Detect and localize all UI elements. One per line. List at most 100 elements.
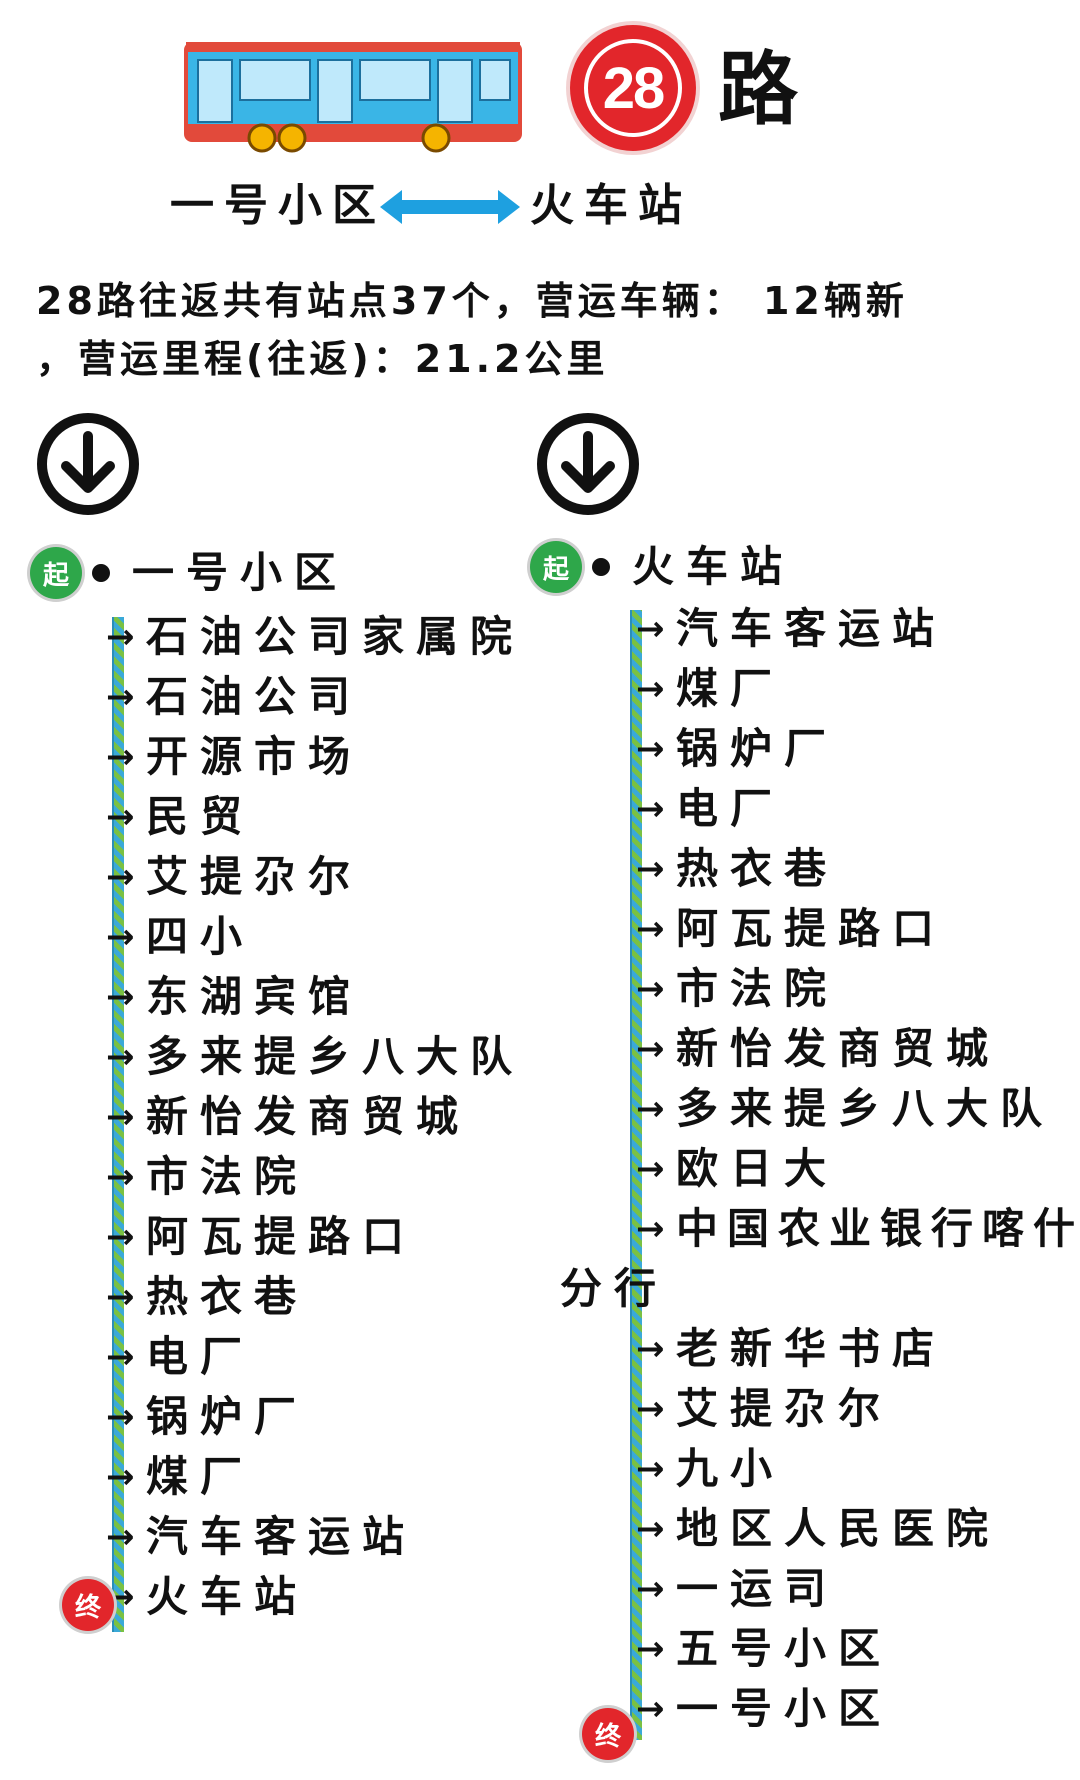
endpoint-b: 火车站: [530, 180, 692, 231]
stop-name: 新怡发商贸城: [146, 1092, 471, 1141]
arrow-icon: →: [106, 917, 135, 957]
stop-name: 煤厂: [146, 1452, 255, 1501]
outbound-start: 起 一号小区: [30, 545, 348, 601]
outbound-stop: → 石油公司: [106, 667, 524, 727]
arrow-icon: →: [106, 1157, 135, 1197]
inbound-stop: → 煤厂: [636, 659, 1080, 719]
arrow-icon: →: [106, 1037, 135, 1077]
stop-name: 中国农业银行喀什: [676, 1204, 1080, 1253]
arrow-icon: →: [106, 797, 135, 837]
arrow-icon: →: [106, 617, 135, 657]
stop-name: 艾提尕尔: [146, 852, 363, 901]
stop-name: 阿瓦提路口: [676, 904, 947, 953]
inbound-start: 起 火车站: [530, 539, 794, 595]
arrow-icon: →: [106, 1457, 135, 1497]
arrow-icon: →: [636, 609, 665, 649]
inbound-stop: →市法院: [636, 959, 1080, 1019]
summary-line-1: 28路往返共有站点37个，营运车辆： 12辆新: [36, 279, 908, 323]
arrow-icon: →: [106, 1517, 135, 1557]
arrow-icon: →: [106, 977, 135, 1017]
inbound-stop: → 多来提乡八大队: [636, 1079, 1080, 1139]
arrow-icon: →: [106, 1397, 135, 1437]
start-badge: 起: [30, 547, 82, 599]
arrow-icon: →: [636, 1569, 665, 1609]
stop-name: 九小: [676, 1444, 785, 1493]
inbound-stop: → 中国农业银行喀什 分行: [560, 1199, 1080, 1319]
double-arrow-icon: [380, 190, 520, 224]
arrow-icon: →: [636, 1089, 665, 1129]
stop-name: 民贸: [146, 792, 255, 841]
outbound-stop: → 锅炉厂: [106, 1387, 524, 1447]
stop-name: 汽车客运站: [676, 604, 947, 653]
stop-name-continuation: 分行: [560, 1264, 669, 1313]
outbound-stop-list: → 石油公司家属院 → 石油公司 →开源市场 → 民贸 → 艾提尕尔 → 四小 → 东湖宾馆…: [106, 607, 524, 1627]
arrow-icon: →: [106, 1277, 135, 1317]
summary-line-2: ，营运里程(往返)：21.2公里: [36, 337, 609, 381]
stop-name: 老新华书店: [676, 1324, 947, 1373]
stop-name: 锅炉厂: [676, 724, 839, 773]
stop-name: 新怡发商贸城: [676, 1024, 1001, 1073]
route-endpoints: 一号小区 火车站: [170, 176, 850, 236]
inbound-stop: →欧日大: [636, 1139, 1080, 1199]
stop-name: 市法院: [146, 1152, 309, 1201]
inbound-track: [630, 610, 642, 1740]
inbound-stop: → 锅炉厂: [636, 719, 1080, 779]
outbound-stop: → 民贸: [106, 787, 524, 847]
route-suffix: 路: [718, 43, 798, 136]
bus-icon: [184, 42, 522, 153]
arrow-icon: →: [636, 1389, 665, 1429]
stop-name: 一号小区: [676, 1684, 893, 1733]
arrow-icon: →: [106, 677, 135, 717]
stop-name: 石油公司家属院: [146, 612, 525, 661]
stop-name: 电厂: [676, 784, 785, 833]
arrow-icon: →: [106, 1337, 135, 1377]
outbound-stop: →多来提乡八大队: [106, 1027, 524, 1087]
stop-name: 五号小区: [676, 1624, 893, 1673]
down-arrow-circle-icon: [537, 413, 639, 515]
outbound-stop: → 东湖宾馆: [106, 967, 524, 1027]
end-badge: 终: [582, 1708, 634, 1760]
stop-name: 多来提乡八大队: [676, 1084, 1055, 1133]
arrow-icon: →: [636, 1509, 665, 1549]
outbound-stop: → 艾提尕尔: [106, 847, 524, 907]
inbound-stop: → 电厂: [636, 779, 1080, 839]
outbound-stop: → 市法院: [106, 1147, 524, 1207]
outbound-start-name: 一号小区: [132, 548, 349, 597]
stop-name: 锅炉厂: [146, 1392, 309, 1441]
arrow-icon: →: [636, 1029, 665, 1069]
endpoint-a: 一号小区: [170, 180, 386, 231]
inbound-stop: → 汽车客运站: [636, 599, 1080, 659]
outbound-stop: →热衣巷: [106, 1267, 524, 1327]
stop-name: 地区人民医院: [676, 1504, 1001, 1553]
inbound-stop: →五号小区: [636, 1619, 1080, 1679]
start-badge: 起: [530, 541, 582, 593]
stop-name: 东湖宾馆: [146, 972, 363, 1021]
start-dot: [92, 564, 110, 582]
stop-name: 火车站: [146, 1572, 309, 1621]
inbound-stop: →艾提尕尔: [636, 1379, 1080, 1439]
inbound-stop: → 一运司: [636, 1559, 1080, 1619]
arrow-icon: →: [636, 789, 665, 829]
stop-name: 石油公司: [146, 672, 363, 721]
arrow-icon: →: [636, 1689, 665, 1729]
arrow-icon: →: [106, 737, 135, 777]
arrow-icon: →: [106, 1097, 135, 1137]
arrow-icon: →: [106, 857, 135, 897]
stop-name: 汽车客运站: [146, 1512, 417, 1561]
outbound-stop: → 煤厂: [106, 1447, 524, 1507]
inbound-stop: →九小: [636, 1439, 1080, 1499]
stop-name: 一运司: [676, 1564, 839, 1613]
arrow-icon: →: [636, 669, 665, 709]
arrow-icon: →: [636, 969, 665, 1009]
inbound-stop-list: → 汽车客运站 → 煤厂 → 锅炉厂 → 电厂 → 热衣巷 → 阿瓦提路口 →市法院 → 新怡…: [560, 599, 1080, 1739]
arrow-icon: →: [636, 729, 665, 769]
end-badge: 终: [62, 1579, 114, 1631]
outbound-stop: →开源市场: [106, 727, 524, 787]
stop-name: 四小: [146, 912, 255, 961]
arrow-icon: →: [636, 1329, 665, 1369]
stop-name: 热衣巷: [676, 844, 839, 893]
outbound-stop: → 汽车客运站: [106, 1507, 524, 1567]
arrow-icon: →: [636, 1209, 665, 1249]
route-number: 28: [584, 39, 682, 137]
stop-name: 煤厂: [676, 664, 785, 713]
